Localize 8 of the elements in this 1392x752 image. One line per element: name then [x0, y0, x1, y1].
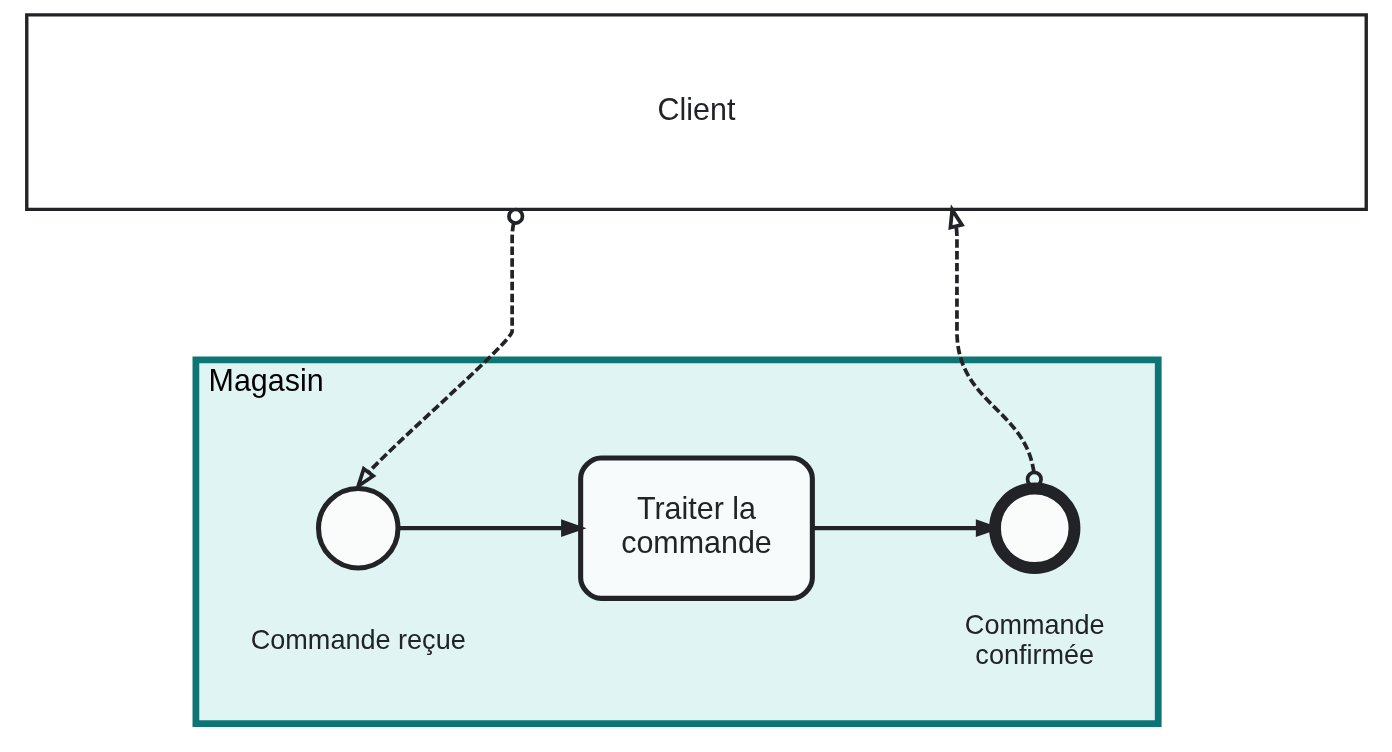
node-label: Commande reçue	[250, 624, 466, 655]
node-box: Traiter la commande	[577, 455, 815, 601]
node-label: Commande confirmée	[964, 609, 1105, 671]
node-box: Client	[24, 13, 1368, 212]
node-circle	[315, 485, 401, 571]
arrow	[398, 519, 586, 538]
arrow	[812, 519, 1001, 538]
node-circle	[988, 482, 1080, 574]
